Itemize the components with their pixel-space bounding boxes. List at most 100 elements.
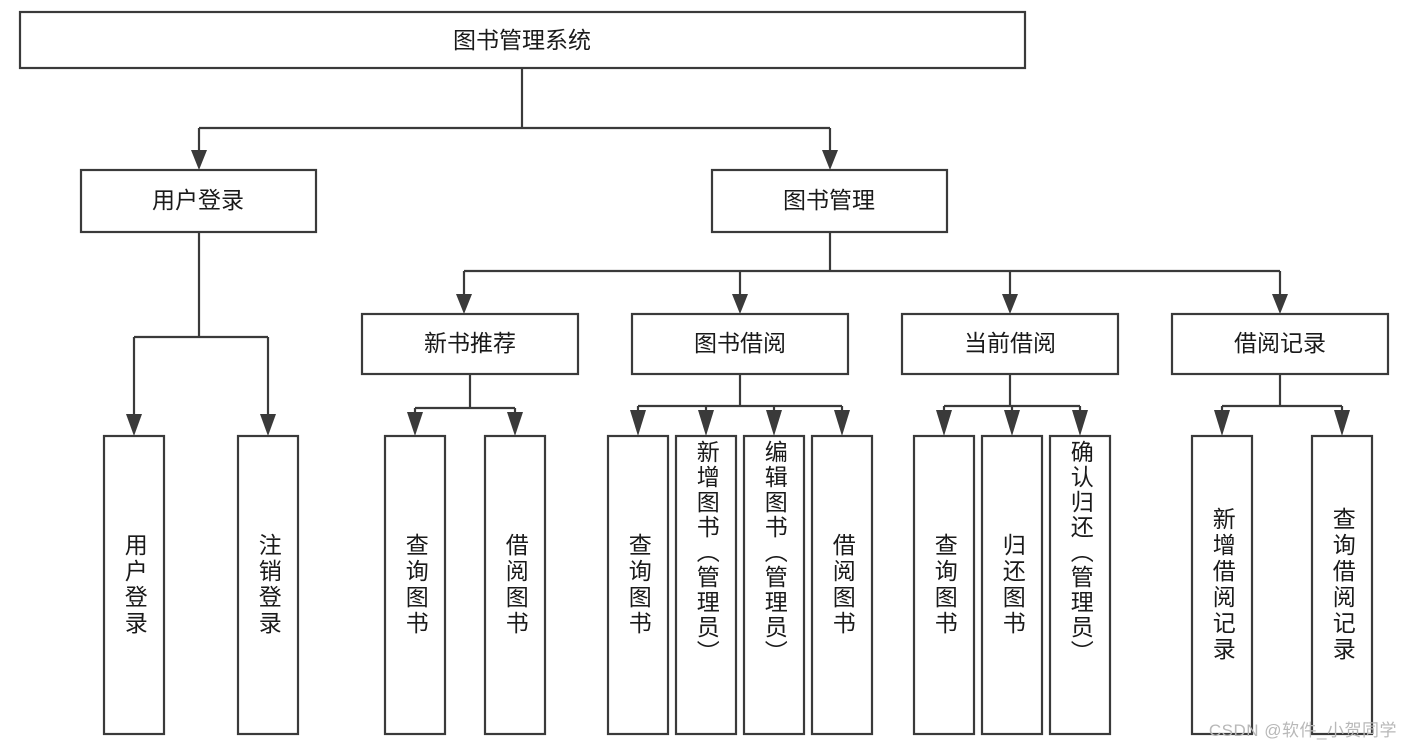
leaf-new-book-2[interactable] <box>483 434 547 736</box>
connector-group-root <box>191 68 838 170</box>
leaf-book-borrow-2-label-wrap: 新增图书（管理员） <box>676 440 736 730</box>
leaf-book-borrow-3-label: 编辑图书（管理员） <box>761 440 788 665</box>
node-user-login-label: 用户登录 <box>152 187 244 213</box>
arrowhead-book-borrow <box>732 294 748 314</box>
leaf-current-borrow-3-label: 确认归还（管理员） <box>1067 440 1094 665</box>
arrowhead-bb-leaf-1 <box>630 410 646 436</box>
leaf-borrow-record-2[interactable] <box>1310 434 1374 736</box>
connector-group-borrow-record <box>1214 374 1350 436</box>
arrowhead-cb-leaf-3 <box>1072 410 1088 436</box>
node-borrow-record-box <box>1170 312 1390 376</box>
leaf-current-borrow-3-box <box>1048 434 1112 736</box>
leaf-book-borrow-2[interactable] <box>674 434 738 736</box>
leaf-user-login-2-label-wrap: 注销登录 <box>238 436 298 734</box>
arrowhead-ul-leaf-2 <box>260 414 276 436</box>
arrowhead-current-borrow <box>1002 294 1018 314</box>
node-current-borrow-box <box>900 312 1120 376</box>
leaf-new-book-2-label-wrap: 借阅图书 <box>485 436 545 734</box>
node-borrow-record-label: 借阅记录 <box>1234 330 1326 356</box>
arrowhead-nb-leaf-1 <box>407 412 423 436</box>
leaf-user-login-2-label: 注销登录 <box>255 533 282 637</box>
node-user-login-box <box>79 168 318 234</box>
leaf-current-borrow-3-label-wrap: 确认归还（管理员） <box>1050 440 1110 730</box>
leaf-book-borrow-1[interactable] <box>606 434 670 736</box>
leaf-new-book-2-box <box>483 434 547 736</box>
leaf-book-borrow-3-box <box>742 434 806 736</box>
leaf-book-borrow-1-label-wrap: 查询图书 <box>608 436 668 734</box>
leaf-current-borrow-1-label-wrap: 查询图书 <box>914 436 974 734</box>
leaf-borrow-record-2-label: 查询借阅记录 <box>1329 507 1356 663</box>
arrowhead-user-login <box>191 150 207 170</box>
node-new-book-label: 新书推荐 <box>424 330 516 356</box>
leaf-current-borrow-2-box <box>980 434 1044 736</box>
node-book-manage-label: 图书管理 <box>783 187 875 213</box>
leaf-current-borrow-2-label: 归还图书 <box>999 533 1026 637</box>
leaf-user-login-1-box <box>102 434 166 736</box>
arrowhead-br-leaf-2 <box>1334 410 1350 436</box>
leaf-current-borrow-3[interactable] <box>1048 434 1112 736</box>
node-user-login[interactable]: 用户登录 <box>79 168 318 234</box>
leaf-current-borrow-2-label-wrap: 归还图书 <box>982 436 1042 734</box>
leaf-book-borrow-4-label-wrap: 借阅图书 <box>812 436 872 734</box>
leaf-book-borrow-3[interactable] <box>742 434 806 736</box>
arrowhead-bb-leaf-3 <box>766 410 782 436</box>
leaf-new-book-1-box <box>383 434 447 736</box>
leaf-borrow-record-2-label-wrap: 查询借阅记录 <box>1312 436 1372 734</box>
leaf-current-borrow-1[interactable] <box>912 434 976 736</box>
arrowhead-bb-leaf-4 <box>834 410 850 436</box>
arrowhead-cb-leaf-2 <box>1004 410 1020 436</box>
node-borrow-record[interactable]: 借阅记录 <box>1170 312 1390 376</box>
leaf-new-book-1-label: 查询图书 <box>402 533 429 637</box>
leaf-book-borrow-3-label-wrap: 编辑图书（管理员） <box>744 440 804 730</box>
leaf-user-login-1-label-wrap: 用户登录 <box>104 436 164 734</box>
leaf-borrow-record-1-label: 新增借阅记录 <box>1209 507 1236 663</box>
node-book-manage-box <box>710 168 949 234</box>
node-book-borrow-box <box>630 312 850 376</box>
arrowhead-ul-leaf-1 <box>126 414 142 436</box>
leaf-user-login-2-box <box>236 434 300 736</box>
connector-group-book-manage <box>456 232 1288 314</box>
leaf-book-borrow-1-box <box>606 434 670 736</box>
leaf-new-book-2-label: 借阅图书 <box>502 533 529 637</box>
node-root-system[interactable]: 图书管理系统 <box>18 10 1027 70</box>
node-book-borrow-label: 图书借阅 <box>694 330 786 356</box>
leaf-user-login-1-label: 用户登录 <box>121 533 148 637</box>
leaf-book-borrow-4[interactable] <box>810 434 874 736</box>
leaf-book-borrow-4-box <box>810 434 874 736</box>
leaf-book-borrow-2-label: 新增图书（管理员） <box>693 440 720 665</box>
connector-group-new-book <box>407 374 523 436</box>
connector-group-user-login <box>126 232 276 436</box>
arrowhead-borrow-record <box>1272 294 1288 314</box>
leaf-book-borrow-1-label: 查询图书 <box>625 533 652 637</box>
arrowhead-bb-leaf-2 <box>698 410 714 436</box>
node-root-box <box>18 10 1027 70</box>
node-new-book-recommend[interactable]: 新书推荐 <box>360 312 580 376</box>
arrowhead-br-leaf-1 <box>1214 410 1230 436</box>
leaf-book-borrow-4-label: 借阅图书 <box>829 533 856 637</box>
leaf-user-login-1[interactable] <box>102 434 166 736</box>
arrowhead-book-manage <box>822 150 838 170</box>
node-root-label: 图书管理系统 <box>453 27 591 53</box>
node-book-borrow[interactable]: 图书借阅 <box>630 312 850 376</box>
node-current-borrow-label: 当前借阅 <box>964 330 1056 356</box>
arrowhead-nb-leaf-2 <box>507 412 523 436</box>
node-book-manage[interactable]: 图书管理 <box>710 168 949 234</box>
leaf-borrow-record-1-box <box>1190 434 1254 736</box>
connector-group-current-borrow <box>936 374 1088 436</box>
leaf-current-borrow-1-box <box>912 434 976 736</box>
leaf-current-borrow-1-label: 查询图书 <box>931 533 958 637</box>
arrowhead-new-book <box>456 294 472 314</box>
leaf-book-borrow-2-box <box>674 434 738 736</box>
node-new-book-box <box>360 312 580 376</box>
leaf-current-borrow-2[interactable] <box>980 434 1044 736</box>
arrowhead-cb-leaf-1 <box>936 410 952 436</box>
connector-group-book-borrow <box>630 374 850 436</box>
leaf-borrow-record-2-box <box>1310 434 1374 736</box>
node-current-borrow[interactable]: 当前借阅 <box>900 312 1120 376</box>
leaf-user-login-2[interactable] <box>236 434 300 736</box>
leaf-new-book-1-label-wrap: 查询图书 <box>385 436 445 734</box>
leaf-borrow-record-1[interactable] <box>1190 434 1254 736</box>
leaf-new-book-1[interactable] <box>383 434 447 736</box>
